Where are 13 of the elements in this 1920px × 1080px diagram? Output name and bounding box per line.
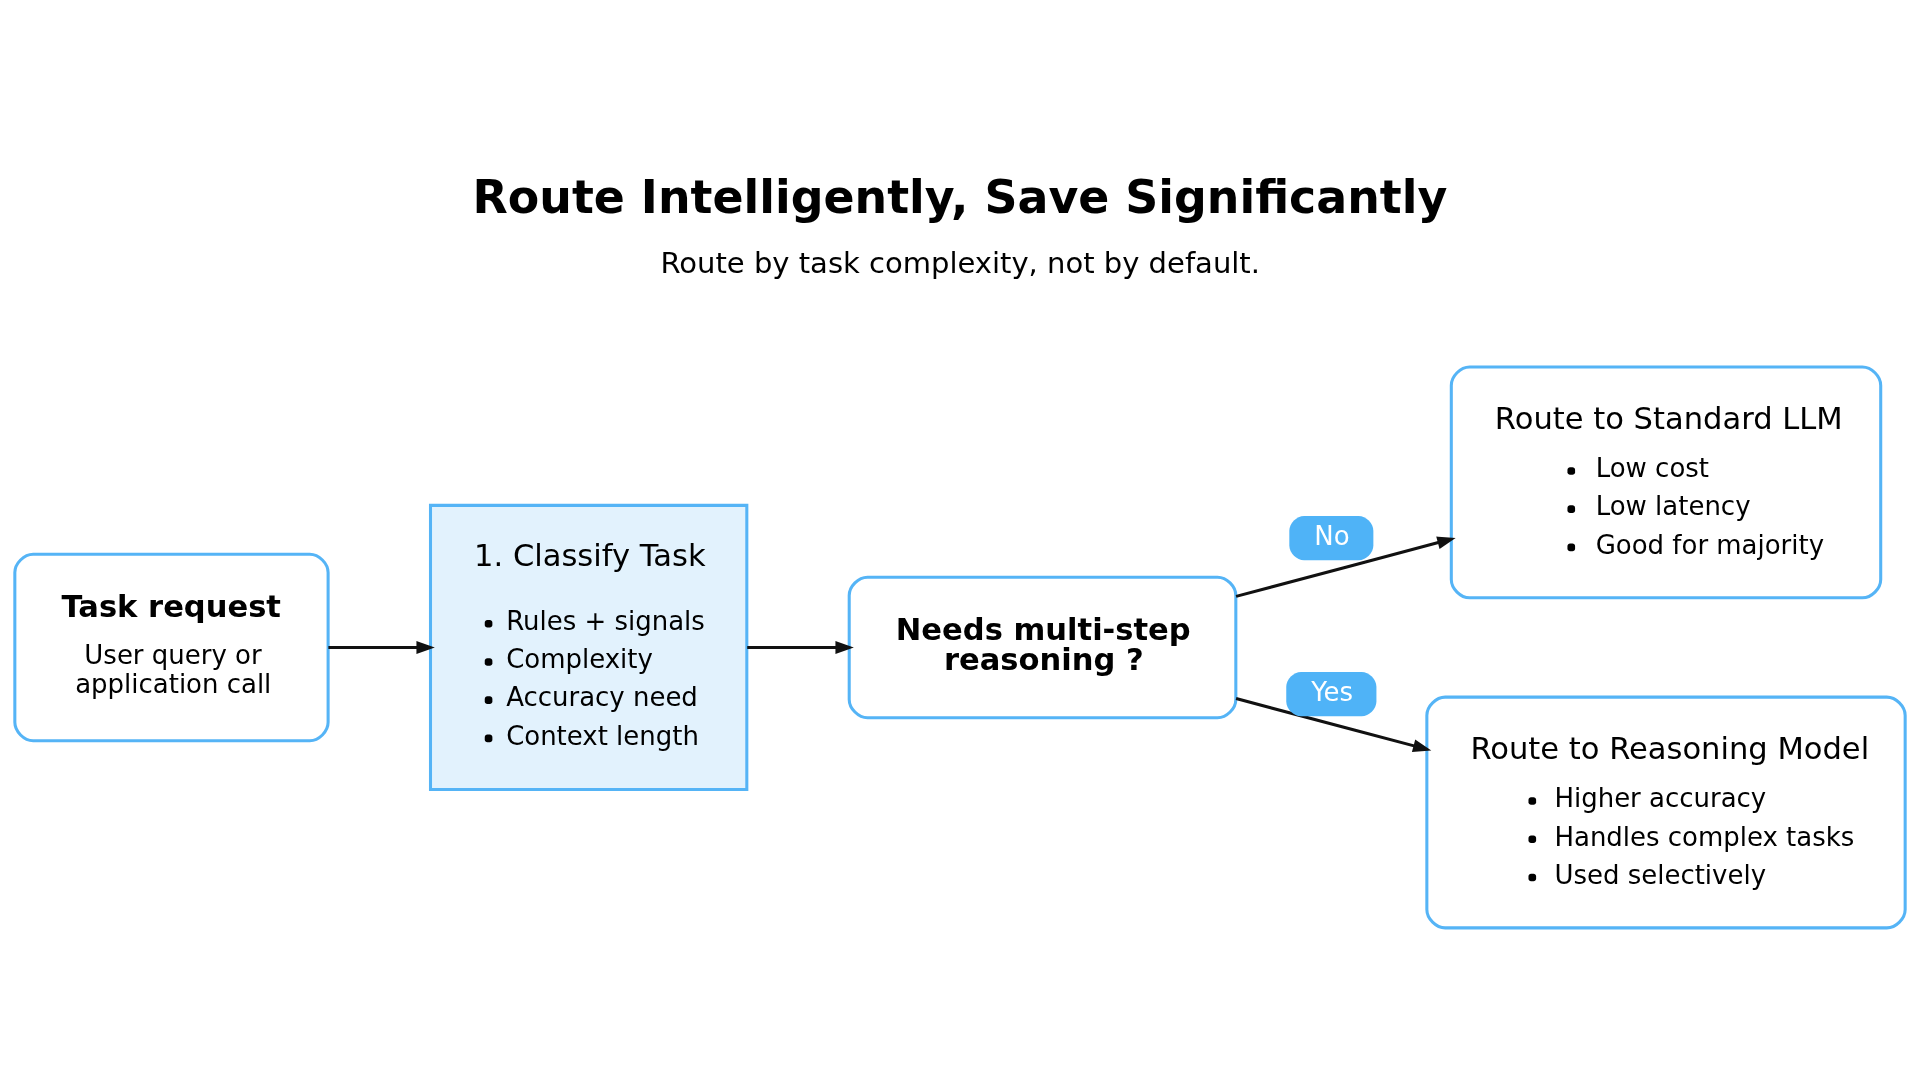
arrow xyxy=(747,640,854,654)
node-box: Needs multi-step reasoning ? xyxy=(847,575,1238,719)
node-box: Route to Reasoning Model Higher accuracy Handles complex tasks Used selectively xyxy=(1425,695,1907,929)
arrow xyxy=(1235,536,1456,598)
edge-label: No xyxy=(1314,520,1350,551)
node-box: Task request User query or application call xyxy=(13,552,330,742)
diagram-title: Route Intelligently, Save Significantly xyxy=(472,169,1448,224)
arrow xyxy=(1235,696,1432,752)
arrow xyxy=(328,640,435,654)
edge-label: Yes xyxy=(1311,676,1354,707)
node-box: Route to Standard LLM Low cost Low latency Good for majority xyxy=(1449,365,1883,599)
node-box: 1. Classify Task Rules + signals Complexity Accuracy need Context length xyxy=(428,503,749,791)
caption: Route by task complexity, not by default. xyxy=(660,245,1260,280)
